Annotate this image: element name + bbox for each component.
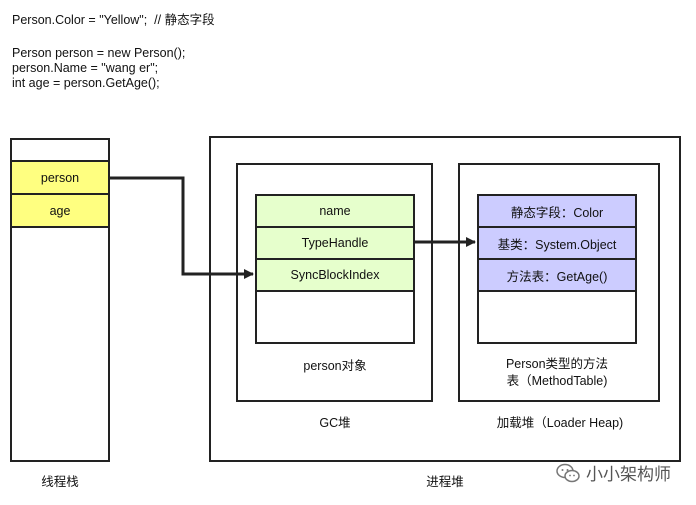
gc-heap-label: GC堆 xyxy=(319,416,351,430)
code-line-new-person: Person person = new Person(); xyxy=(12,46,186,60)
thread-stack-label: 线程栈 xyxy=(41,475,79,489)
person-object-label: person对象 xyxy=(303,359,367,373)
object-field-typehandle: TypeHandle xyxy=(255,226,415,260)
code-line-static-field: Person.Color = "Yellow"; // 静态字段 xyxy=(12,13,215,27)
method-table-label-line2: 表（MethodTable) xyxy=(506,374,608,388)
code-line-get-age: int age = person.GetAge(); xyxy=(12,76,160,90)
stack-to-object-arrow xyxy=(110,176,254,279)
watermark-text: 小小架构师 xyxy=(586,465,671,484)
code-line-set-name: person.Name = "wang er"; xyxy=(12,61,159,75)
stack-cell-age: age xyxy=(10,193,110,228)
loader-heap-label: 加载堆（Loader Heap) xyxy=(496,416,624,430)
method-table-methods: 方法表：GetAge() xyxy=(477,258,637,292)
method-table-base-class: 基类：System.Object xyxy=(477,226,637,260)
stack-cell-person: person xyxy=(10,160,110,195)
object-field-syncblockindex: SyncBlockIndex xyxy=(255,258,415,292)
method-table-label-line1: Person类型的方法 xyxy=(505,357,609,371)
process-heap-label: 进程堆 xyxy=(426,475,464,489)
wechat-icon xyxy=(556,463,580,482)
watermark: 小小架构师 xyxy=(556,460,671,485)
